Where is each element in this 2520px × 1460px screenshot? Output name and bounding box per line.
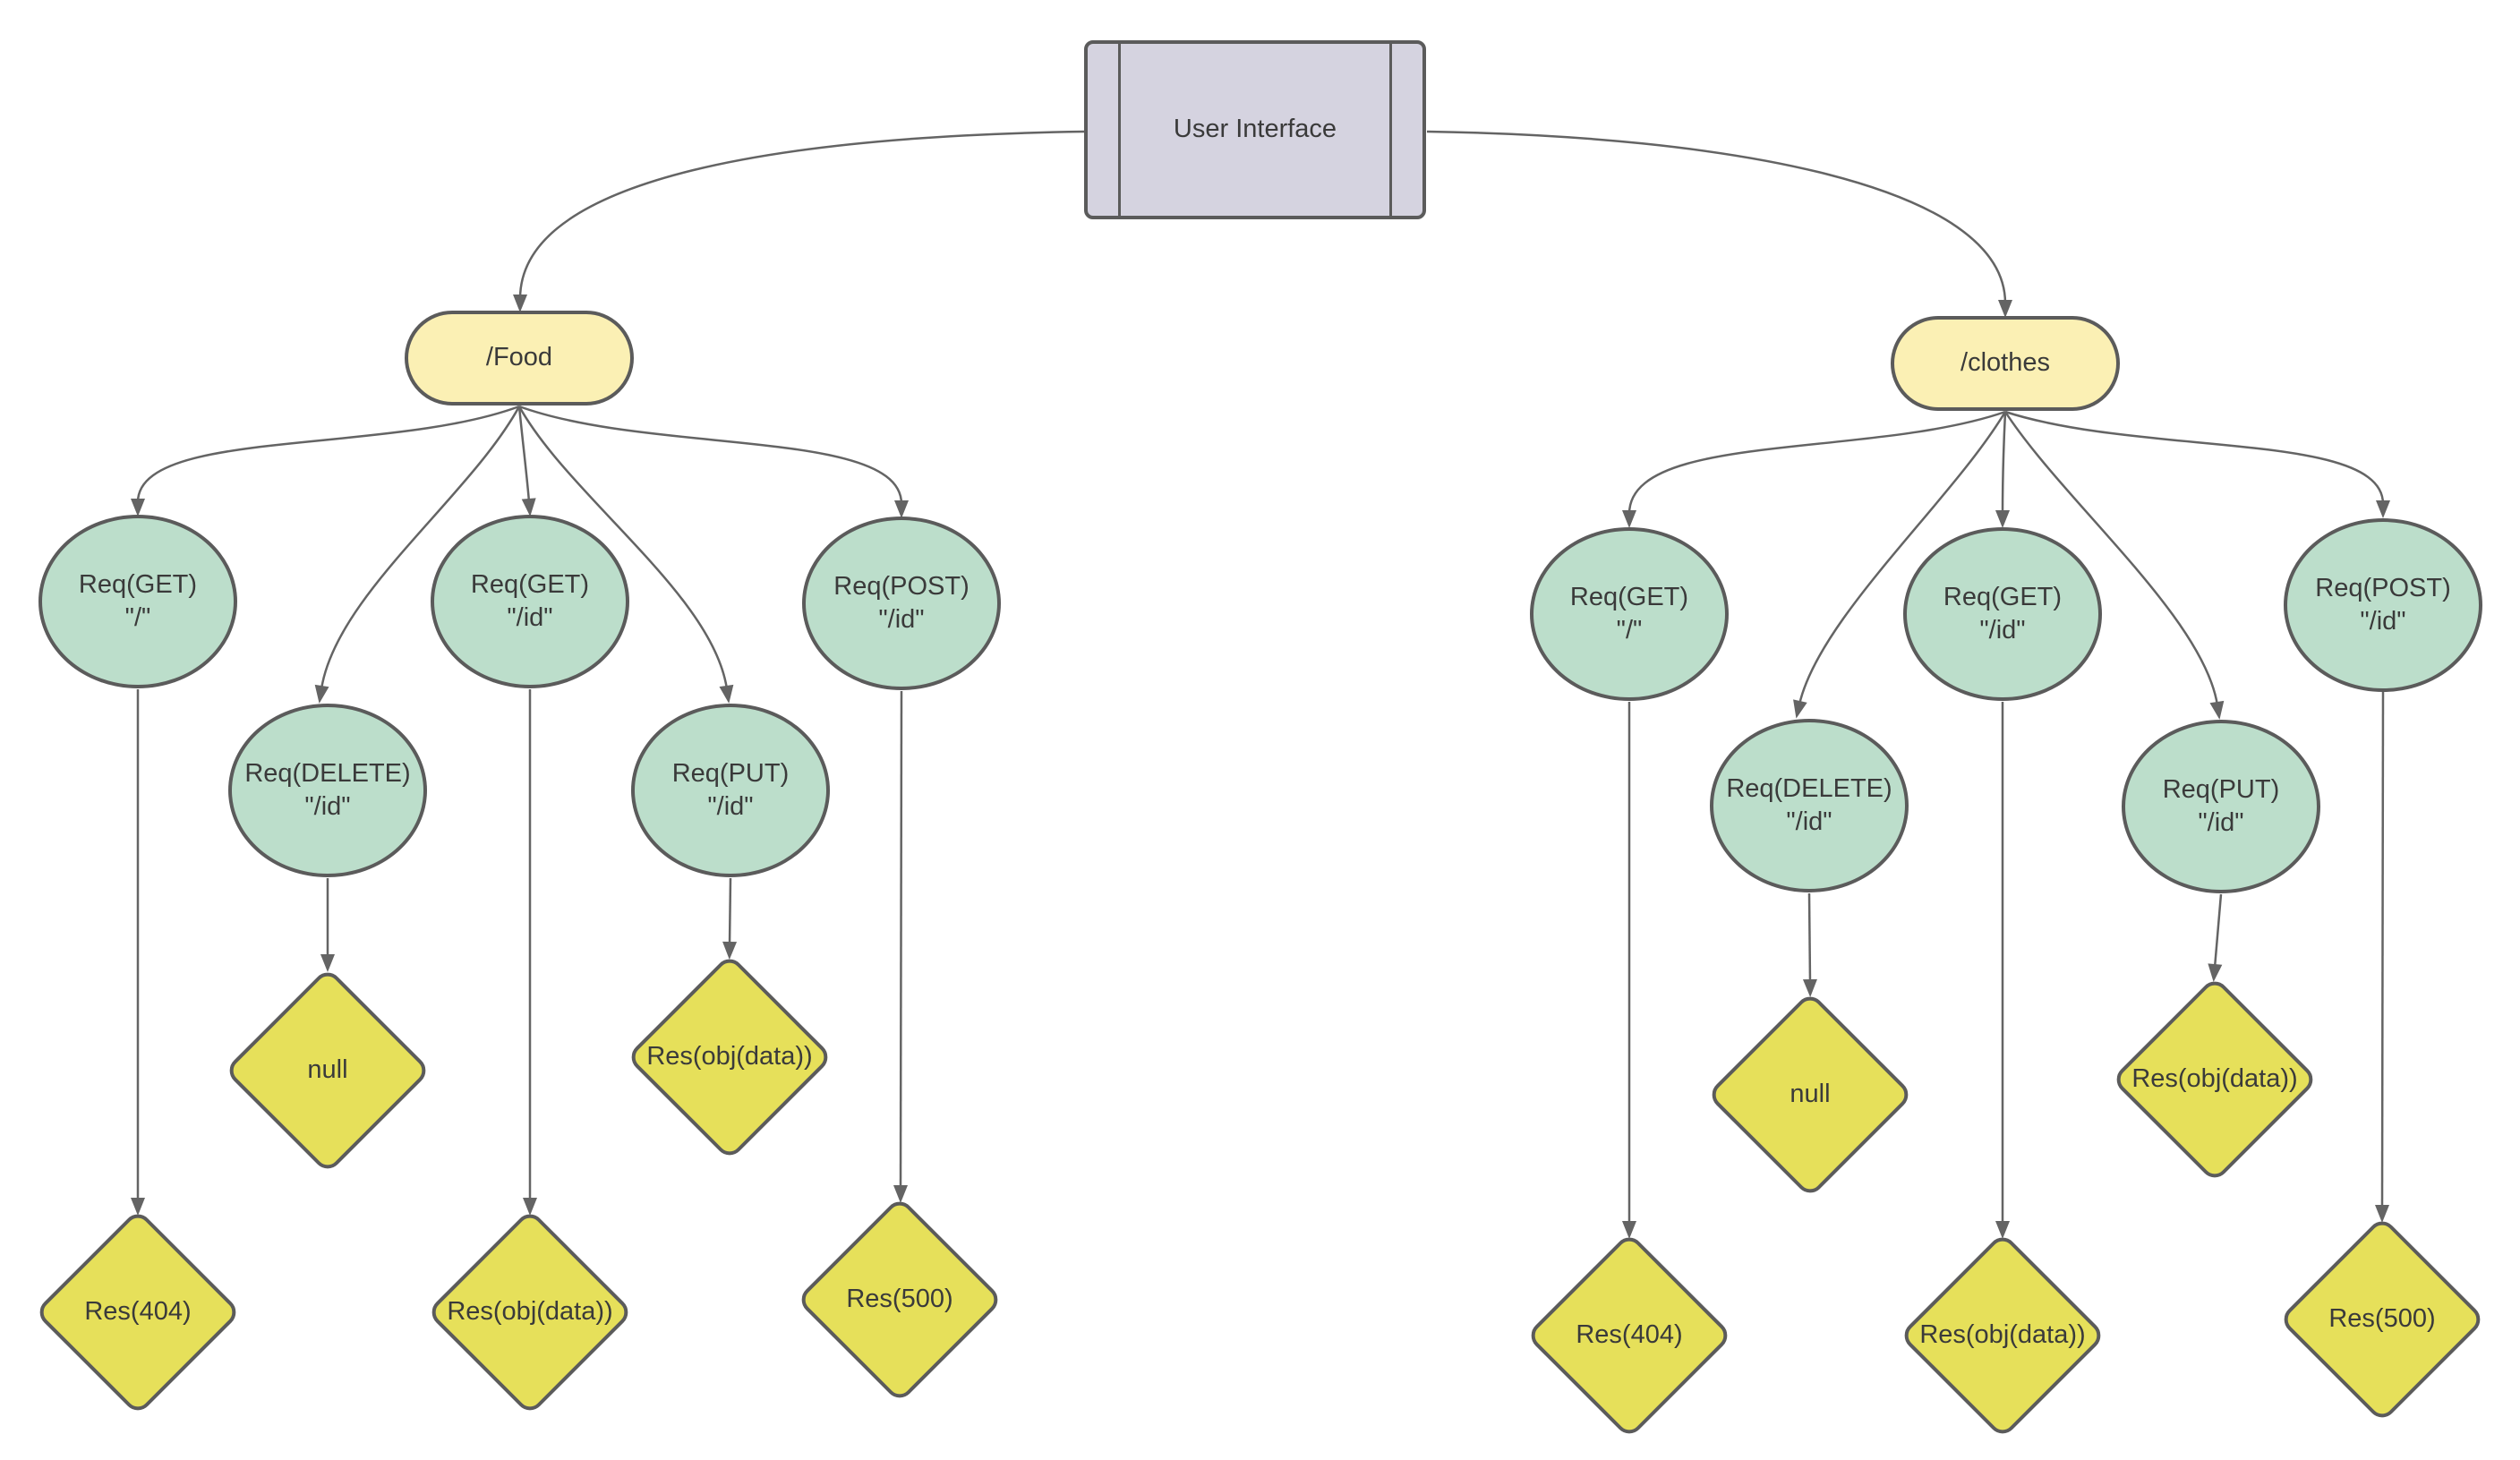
request-node-clothes-put-id: Req(PUT) "/id" [2122, 720, 2320, 893]
edge-food-to-get-root [131, 405, 520, 517]
request-label: Req(GET) "/" [1570, 581, 1688, 647]
response-label: Res(obj(data)) [2131, 1064, 2298, 1094]
response-node-food-null: null [224, 967, 431, 1174]
process-node-user-interface: User Interface [1084, 40, 1426, 219]
request-label: Req(DELETE) "/id" [1726, 773, 1892, 839]
response-node-clothes-500: Res(500) [2278, 1216, 2486, 1423]
process-divider-left [1118, 44, 1121, 216]
response-label: Res(obj(data)) [646, 1042, 813, 1072]
edge-food-to-post [518, 405, 909, 518]
request-label-line1: Req(DELETE) [244, 758, 411, 788]
request-node-clothes-post-id: Req(POST) "/id" [2284, 518, 2482, 692]
request-node-clothes-delete-id: Req(DELETE) "/id" [1710, 719, 1909, 892]
response-node-food-obj-data-1: Res(obj(data)) [426, 1208, 634, 1416]
route-node-food: /Food [405, 311, 634, 406]
response-label: null [1790, 1080, 1831, 1109]
request-node-clothes-get-id: Req(GET) "/id" [1903, 527, 2102, 701]
request-label: Req(GET) "/id" [471, 568, 589, 635]
request-label-line1: Req(POST) [2315, 573, 2451, 602]
request-label-line2: "/id" [878, 605, 925, 634]
response-label: Res(500) [846, 1285, 953, 1314]
route-label: /Food [485, 343, 553, 372]
route-node-clothes: /clothes [1891, 316, 2120, 411]
request-label-line1: Req(GET) [78, 569, 198, 599]
request-label-line1: Req(PUT) [2162, 774, 2280, 804]
response-node-food-404: Res(404) [34, 1208, 242, 1416]
edge-food-to-get-id [517, 406, 536, 517]
process-label: User Interface [1173, 115, 1337, 144]
response-label: Res(obj(data)) [447, 1297, 613, 1327]
response-node-food-obj-data-2: Res(obj(data)) [626, 953, 833, 1161]
edge-clothes-to-get-id [1995, 411, 2011, 528]
request-label-line2: "/id" [1786, 807, 1832, 836]
request-node-food-put-id: Req(PUT) "/id" [631, 704, 830, 877]
request-node-clothes-get-root: Req(GET) "/" [1530, 527, 1729, 701]
edge-food-to-delete [314, 406, 521, 704]
response-node-food-500: Res(500) [796, 1196, 1004, 1404]
request-label-line2: "/" [1616, 616, 1643, 645]
edge-clothes-to-get-root [1622, 410, 2006, 528]
response-label: Res(500) [2328, 1304, 2436, 1334]
request-label: Req(PUT) "/id" [672, 757, 790, 824]
request-label-line2: "/id" [507, 603, 553, 632]
edge-ui-to-food [513, 130, 1085, 312]
request-node-food-post-id: Req(POST) "/id" [802, 517, 1001, 690]
request-label-line2: "/" [124, 603, 151, 632]
request-label: Req(GET) "/id" [1943, 581, 2062, 647]
request-label: Req(POST) "/id" [2315, 572, 2450, 638]
request-label: Req(POST) "/id" [833, 570, 969, 636]
request-label-line1: Req(DELETE) [1726, 773, 1892, 803]
request-label-line2: "/id" [707, 792, 754, 821]
request-label-line1: Req(PUT) [671, 758, 790, 788]
response-label: Res(404) [84, 1297, 192, 1327]
edge-clothes-to-post [2004, 410, 2390, 518]
request-label: Req(PUT) "/id" [2163, 773, 2280, 840]
request-label: Req(GET) "/" [79, 568, 197, 635]
request-label-line2: "/id" [1979, 616, 2026, 645]
response-node-clothes-null: null [1706, 991, 1914, 1199]
request-label: Req(DELETE) "/id" [244, 757, 410, 824]
request-label-line2: "/id" [304, 792, 351, 821]
request-label-line1: Req(GET) [470, 569, 590, 599]
response-node-clothes-obj-data-2: Res(obj(data)) [2111, 976, 2319, 1183]
response-node-clothes-404: Res(404) [1525, 1232, 1733, 1439]
request-label-line1: Req(POST) [833, 571, 970, 601]
edge-clothes-to-put [2003, 411, 2225, 720]
edge-clothes-delete-to-null [1802, 892, 1817, 997]
response-label: Res(404) [1576, 1320, 1683, 1350]
process-divider-right [1389, 44, 1392, 216]
edge-clothes-post-to-500 [2375, 690, 2390, 1223]
request-node-food-get-id: Req(GET) "/id" [431, 515, 629, 688]
response-node-clothes-obj-data-1: Res(obj(data)) [1899, 1232, 2106, 1439]
edge-ui-to-clothes [1426, 130, 2012, 318]
request-label-line2: "/id" [2360, 607, 2406, 636]
request-label-line1: Req(GET) [1943, 582, 2063, 611]
edge-food-to-put [517, 406, 734, 704]
route-label: /clothes [1960, 348, 2050, 378]
request-node-food-delete-id: Req(DELETE) "/id" [228, 704, 427, 877]
request-label-line2: "/id" [2198, 808, 2244, 837]
response-label: Res(obj(data)) [1919, 1320, 2086, 1350]
request-label-line1: Req(GET) [1569, 582, 1689, 611]
request-node-food-get-root: Req(GET) "/" [38, 515, 237, 688]
edge-clothes-put-to-obj [2208, 893, 2223, 982]
response-label: null [307, 1055, 348, 1085]
edge-clothes-to-delete [1793, 411, 2007, 719]
